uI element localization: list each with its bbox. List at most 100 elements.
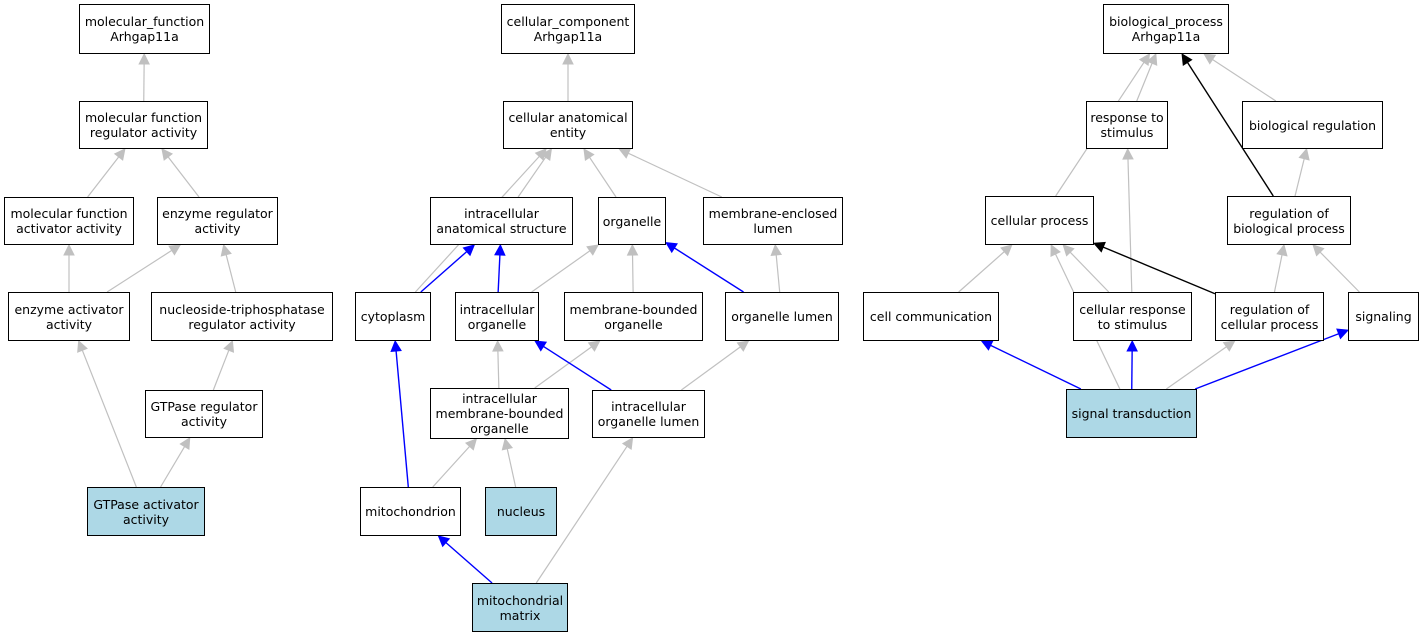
- edge-line: [497, 254, 501, 293]
- edge-iol-to-io: [534, 340, 612, 391]
- arrowhead-icon: [534, 148, 547, 161]
- node-intracellular-anatomical-structure[interactable]: intracellular anatomical structure: [430, 197, 573, 245]
- node-cellular-response-to-stimulus[interactable]: cellular response to stimulus: [1073, 292, 1192, 341]
- arrowhead-icon: [168, 244, 182, 256]
- node-cellular-component-root[interactable]: cellular_component Arhgap11a: [501, 4, 635, 54]
- edge-rcp-to-cp: [1092, 241, 1216, 295]
- arrowhead-icon: [1122, 147, 1134, 160]
- node-mitochondrion[interactable]: mitochondrion: [360, 487, 461, 536]
- edge-mm-to-mito: [437, 535, 493, 584]
- node-molecular-function-regulator-activity[interactable]: molecular function regulator activity: [79, 101, 208, 149]
- node-response-to-stimulus[interactable]: response to stimulus: [1086, 101, 1168, 149]
- edge-line: [628, 152, 723, 198]
- edge-line: [432, 445, 471, 488]
- edge-line: [543, 345, 612, 391]
- edge-nucleus-to-imbo: [501, 437, 517, 488]
- edge-line: [395, 350, 409, 488]
- arrowhead-icon: [77, 339, 88, 353]
- node-biological-regulation[interactable]: biological regulation: [1242, 101, 1383, 149]
- node-regulation-of-cellular-process[interactable]: regulation of cellular process: [1215, 292, 1324, 341]
- edge-line: [990, 344, 1082, 390]
- node-enzyme-regulator-activity[interactable]: enzyme regulator activity: [157, 197, 278, 245]
- node-gtpase-regulator-activity[interactable]: GTPase regulator activity: [145, 390, 263, 438]
- node-cellular-anatomical-entity[interactable]: cellular anatomical entity: [503, 101, 633, 149]
- edge-rbp-to-breg: [1294, 147, 1310, 197]
- edge-line: [1319, 251, 1360, 293]
- arrowhead-icon: [161, 148, 174, 161]
- edge-st-to-rcp: [1166, 340, 1236, 390]
- edge-rts-to-bp_root: [1136, 52, 1158, 102]
- node-intracellular-organelle-lumen[interactable]: intracellular organelle lumen: [592, 390, 705, 438]
- arrowhead-icon: [770, 243, 783, 256]
- node-regulation-of-biological-process[interactable]: regulation of biological process: [1227, 196, 1351, 245]
- arrowhead-icon: [1126, 339, 1138, 352]
- arrowhead-icon: [534, 340, 548, 352]
- edge-line: [1186, 62, 1274, 197]
- node-enzyme-activator-activity[interactable]: enzyme activator activity: [8, 292, 130, 341]
- edge-line: [506, 448, 517, 488]
- edge-line: [534, 346, 592, 389]
- edge-line: [1136, 63, 1153, 102]
- node-membrane-enclosed-lumen[interactable]: membrane-enclosed lumen: [703, 197, 843, 245]
- arrowhead-icon: [562, 52, 574, 65]
- edge-sig-to-rbp: [1312, 244, 1360, 293]
- arrowhead-icon: [63, 243, 75, 256]
- edge-line: [497, 350, 500, 389]
- node-molecular-function-root[interactable]: molecular_function Arhgap11a: [79, 4, 210, 54]
- arrowhead-icon: [462, 244, 476, 257]
- edge-cytoplasm-to-ias: [420, 244, 476, 293]
- edge-rbp-to-bp_root: [1181, 53, 1274, 197]
- edge-mito-to-cytoplasm: [390, 339, 409, 488]
- edge-line: [225, 254, 237, 293]
- arrowhead-icon: [501, 437, 514, 451]
- edge-enz_act-to-enz_reg: [106, 244, 182, 293]
- node-cytoplasm[interactable]: cytoplasm: [355, 292, 431, 341]
- edge-line: [1212, 58, 1277, 102]
- node-intracellular-membrane-bounded-organelle[interactable]: intracellular membrane-bounded organelle: [430, 388, 569, 439]
- arrowhead-icon: [1062, 244, 1075, 257]
- edge-gtp_act-to-enz_act: [77, 339, 137, 488]
- arrowhead-icon: [586, 244, 599, 256]
- edge-line: [167, 156, 200, 198]
- node-intracellular-organelle[interactable]: intracellular organelle: [455, 292, 539, 341]
- arrowhead-icon: [583, 148, 595, 161]
- arrowhead-icon: [492, 339, 504, 352]
- edge-io-to-ias: [494, 243, 506, 293]
- edge-enz_act-to-mf_act: [63, 243, 75, 292]
- arrowhead-icon: [1092, 241, 1106, 253]
- edge-mito-to-imbo: [432, 438, 478, 488]
- arrowhead-icon: [179, 437, 191, 450]
- node-gtpase-activator-activity[interactable]: GTPase activator activity: [87, 487, 205, 536]
- edge-cae-to-cc_root: [562, 52, 574, 101]
- node-signaling[interactable]: signaling: [1348, 292, 1419, 341]
- node-nucleus[interactable]: nucleus: [485, 487, 557, 536]
- arrowhead-icon: [437, 535, 451, 548]
- edge-line: [531, 250, 591, 293]
- node-molecular-function-activator-activity[interactable]: molecular function activator activity: [4, 197, 134, 245]
- arrowhead-icon: [1181, 53, 1193, 66]
- edge-imbo-to-mbo: [534, 340, 601, 389]
- node-cellular-process[interactable]: cellular process: [985, 196, 1094, 245]
- edge-io-to-organelle: [531, 244, 599, 293]
- node-cell-communication[interactable]: cell communication: [863, 292, 999, 341]
- node-membrane-bounded-organelle[interactable]: membrane-bounded organelle: [564, 292, 703, 341]
- edge-line: [445, 542, 493, 584]
- arrowhead-icon: [138, 52, 150, 65]
- edge-mbo-to-organelle: [626, 243, 639, 293]
- node-signal-transduction[interactable]: signal transduction: [1066, 389, 1197, 438]
- edge-line: [87, 156, 120, 198]
- arrowhead-icon: [587, 340, 601, 352]
- edge-line: [1294, 158, 1305, 197]
- arrowhead-icon: [1203, 53, 1217, 65]
- node-biological-process-root[interactable]: biological_process Arhgap11a: [1103, 4, 1229, 54]
- edge-line: [517, 156, 547, 198]
- arrowhead-icon: [626, 243, 639, 256]
- node-nucleoside-triphosphatase-regulator-activity[interactable]: nucleoside-triphosphatase regulator acti…: [151, 292, 333, 341]
- arrowhead-icon: [736, 340, 750, 352]
- node-organelle[interactable]: organelle: [598, 197, 666, 245]
- edge-st-to-crs: [1126, 339, 1138, 390]
- node-organelle-lumen[interactable]: organelle lumen: [725, 292, 839, 341]
- node-mitochondrial-matrix[interactable]: mitochondrial matrix: [472, 583, 568, 632]
- edge-line: [106, 249, 173, 293]
